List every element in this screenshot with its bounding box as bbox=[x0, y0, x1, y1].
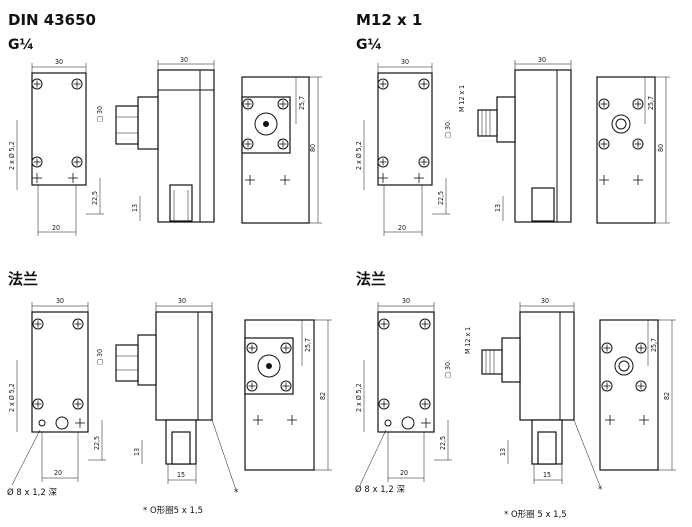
dim-13-side: 13 bbox=[131, 204, 139, 212]
dim-82-end: 82 bbox=[319, 392, 327, 400]
dim-80-end: 80 bbox=[309, 144, 317, 152]
title-flange-right: 法兰 bbox=[356, 270, 387, 288]
title-din-43650: DIN 43650 bbox=[8, 11, 96, 29]
asterisk-marker: * bbox=[598, 485, 602, 495]
panel-din-43650: 30 20 22,5 2 x Ø 5,2 30 bbox=[8, 56, 322, 236]
thread-label-din: G¼ bbox=[8, 37, 34, 53]
dim-width-30-side: 30 bbox=[538, 56, 546, 64]
dim-holes: 2 x Ø 5,2 bbox=[355, 383, 363, 412]
title-m12: M12 x 1 bbox=[356, 11, 423, 29]
dim-22-5-front: 22,5 bbox=[437, 191, 445, 205]
dim-25-7-end: 25,7 bbox=[304, 338, 312, 352]
dim-square-30: □ 30 bbox=[96, 106, 104, 122]
dim-width-30-side: 30 bbox=[541, 297, 549, 305]
dim-80-end: 80 bbox=[657, 144, 665, 152]
side-view-body bbox=[155, 311, 213, 421]
dim-width-20-front: 20 bbox=[400, 469, 408, 477]
front-view-body bbox=[377, 311, 435, 433]
dim-22-5-front: 22,5 bbox=[93, 436, 101, 450]
panel-flange-m12: 30 20 22,5 2 x Ø 5,2 Ø 8 x 1,2 深 30 M 12… bbox=[355, 297, 676, 520]
panel-m12: 30 20 22,5 2 x Ø 5,2 30 M 12 x 1 □ 30 13 bbox=[355, 56, 670, 236]
asterisk-marker: * bbox=[234, 488, 238, 498]
side-view-body bbox=[519, 311, 575, 421]
dim-m12: M 12 x 1 bbox=[458, 85, 466, 112]
dim-25-7-end: 25,7 bbox=[298, 96, 306, 110]
dim-13-side: 13 bbox=[499, 448, 507, 456]
dim-width-20-front: 20 bbox=[52, 224, 60, 232]
dim-22-5-front: 22,5 bbox=[91, 191, 99, 205]
panel-flange-din: 30 20 22,5 2 x Ø 5,2 Ø 8 x 1,2 深 30 □ 30 bbox=[7, 297, 332, 516]
dim-width-20-front: 20 bbox=[54, 469, 62, 477]
note-oring-right: * O形圈 5 x 1,5 bbox=[504, 510, 567, 520]
dim-holes: 2 x Ø 5,2 bbox=[8, 383, 16, 412]
dim-holes: 2 x Ø 5,2 bbox=[8, 141, 16, 170]
dim-width-20-front: 20 bbox=[398, 224, 406, 232]
dim-holes: 2 x Ø 5,2 bbox=[355, 141, 363, 170]
note-oring: * O形圈5 x 1,5 bbox=[143, 506, 203, 516]
thread-label-m12: G¼ bbox=[356, 37, 382, 53]
dim-width-30-side: 30 bbox=[178, 297, 186, 305]
front-view-body bbox=[377, 72, 433, 186]
dim-22-5-front: 22,5 bbox=[439, 436, 447, 450]
dim-13-side: 13 bbox=[494, 204, 502, 212]
dim-25-7-end: 25,7 bbox=[650, 338, 658, 352]
note-seal-depth: Ø 8 x 1,2 深 bbox=[7, 487, 57, 498]
note-seal-depth: Ø 8 x 1,2 深 bbox=[355, 484, 405, 495]
title-flange-left: 法兰 bbox=[8, 270, 39, 288]
dim-square-30: □ 30 bbox=[444, 362, 452, 378]
dim-width-30-front: 30 bbox=[55, 58, 63, 66]
dim-13-side: 13 bbox=[133, 448, 141, 456]
dim-width-30-side: 30 bbox=[180, 56, 188, 64]
dim-square-30: □ 30 bbox=[96, 349, 104, 365]
dim-square-30: □ 30 bbox=[444, 122, 452, 138]
dim-width-15-side: 15 bbox=[177, 471, 185, 479]
dim-82-end: 82 bbox=[663, 392, 671, 400]
front-view-body bbox=[31, 311, 89, 433]
dim-25-7-end: 25,7 bbox=[647, 96, 655, 110]
dim-width-30-front: 30 bbox=[401, 58, 409, 66]
front-view-body bbox=[31, 72, 87, 186]
dim-width-30-front: 30 bbox=[56, 297, 64, 305]
dim-m12: M 12 x 1 bbox=[464, 327, 472, 354]
dim-width-30-front: 30 bbox=[402, 297, 410, 305]
dim-width-15-side: 15 bbox=[543, 471, 551, 479]
